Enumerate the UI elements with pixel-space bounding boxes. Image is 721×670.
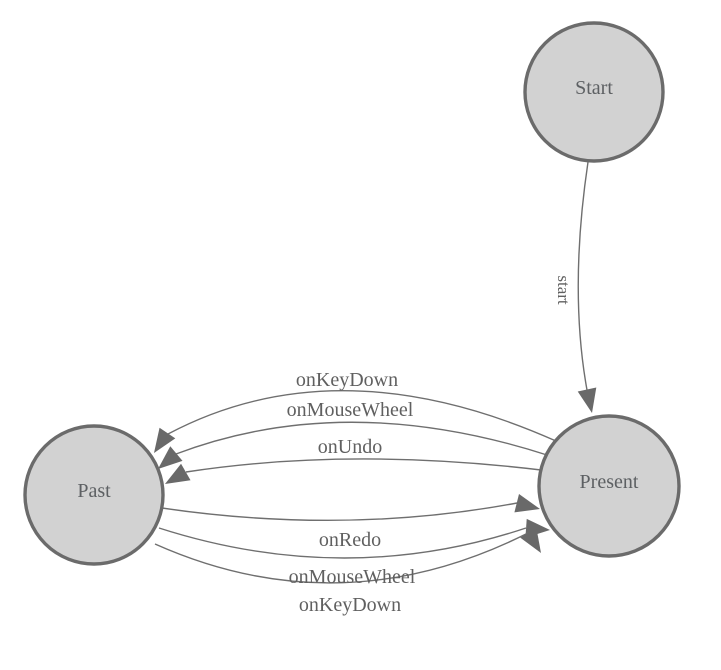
node-past-circle[interactable] xyxy=(23,424,165,566)
edge-label-present-to-past-onkeydown: onKeyDown xyxy=(296,369,398,391)
node-past[interactable]: Past xyxy=(23,424,165,566)
node-present-label: Present xyxy=(580,471,639,493)
node-present-circle[interactable] xyxy=(537,414,681,558)
node-past-label: Past xyxy=(77,480,111,502)
edge-present-to-past-onmousewheel[interactable] xyxy=(175,421,548,456)
arrowhead-present-to-past-onundo xyxy=(165,463,191,484)
arrowhead-present-to-past-onmousewheel xyxy=(158,446,183,469)
node-start-circle[interactable] xyxy=(523,21,665,163)
edge-start-to-present[interactable] xyxy=(577,161,589,391)
edge-past-to-present-onkeydown[interactable] xyxy=(154,532,529,584)
edge-label-start: start xyxy=(554,275,573,305)
arrowhead-start-to-present xyxy=(577,387,597,413)
edge-label-past-to-present-onkeydown: onKeyDown xyxy=(299,594,401,616)
arrowhead-past-to-present-onkeydown xyxy=(520,527,541,553)
edge-past-to-present-onredo[interactable] xyxy=(161,502,518,522)
edge-present-to-past-onundo[interactable] xyxy=(185,458,542,473)
arrowhead-present-to-past-onkeydown xyxy=(154,427,176,453)
edge-label-past-to-present-onredo: onRedo xyxy=(319,529,381,551)
node-start-label: Start xyxy=(575,77,613,99)
edge-label-present-to-past-onundo: onUndo xyxy=(318,436,382,458)
edge-present-to-past-onkeydown[interactable] xyxy=(167,389,557,442)
edge-label-past-to-present-onmousewheel: onMouseWheel xyxy=(289,566,416,588)
node-start[interactable]: Start xyxy=(523,21,665,163)
edge-label-present-to-past-onmousewheel: onMouseWheel xyxy=(287,399,414,421)
arrowhead-past-to-present-onredo xyxy=(514,493,540,513)
edge-past-to-present-onmousewheel[interactable] xyxy=(158,527,527,559)
node-present[interactable]: Present xyxy=(537,414,681,558)
